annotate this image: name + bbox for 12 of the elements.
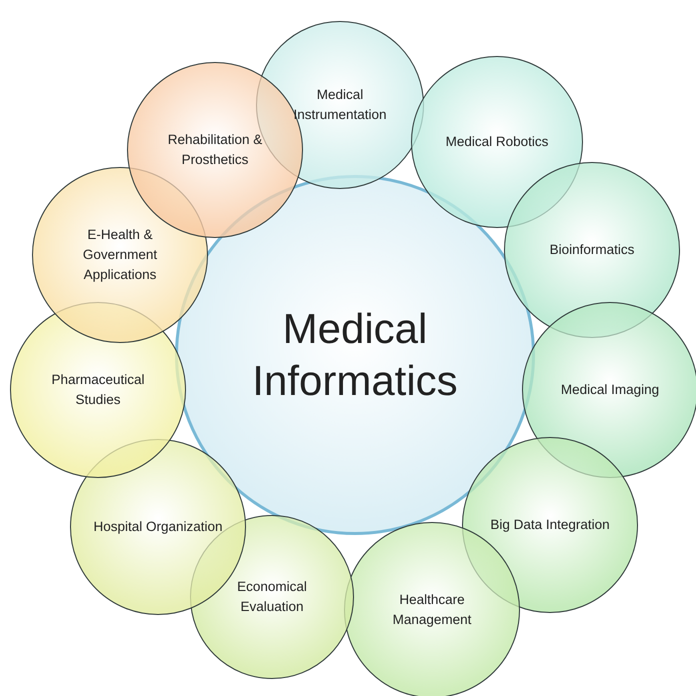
topic-label: Hospital Organization [93,518,223,536]
topic-label: Bioinformatics [548,240,636,259]
topic-label: Medical Robotics [444,132,550,151]
topic-label: E-Health & Government Applications [82,226,158,284]
topic-label: Rehabilitation & Prosthetics [166,130,264,169]
topic-label: Medical Instrumentation [292,86,388,124]
title-text: Medical Informatics [251,304,459,406]
topic-label: Medical Imaging [560,380,660,399]
topic-label: Healthcare Management [392,590,472,629]
topic-label: Big Data Integration [489,516,611,534]
topic-label: Pharmaceutical Studies [50,370,146,409]
topic-label: Economical Evaluation [236,578,308,616]
